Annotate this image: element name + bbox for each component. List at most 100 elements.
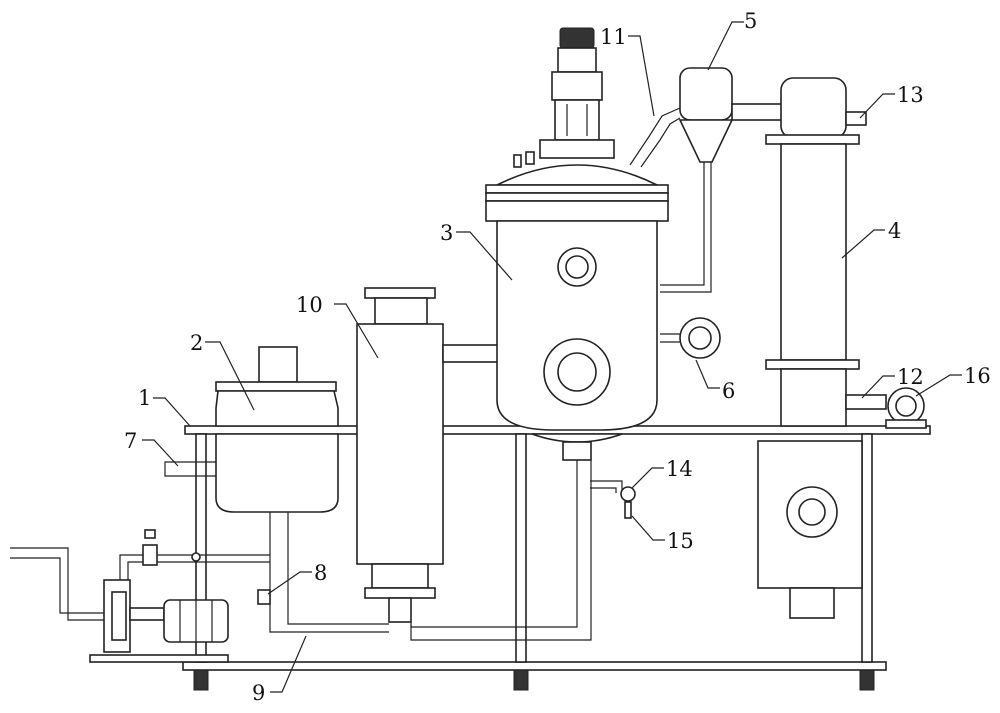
pump-base <box>89 654 229 663</box>
label-9: 9 <box>252 681 265 705</box>
pipe-11 <box>629 107 681 166</box>
frame-leg-right <box>861 433 873 663</box>
label-8: 8 <box>314 561 327 585</box>
leader-11 <box>628 35 655 117</box>
leader-15 <box>631 515 665 541</box>
reactor-sight-port-inner <box>565 255 589 279</box>
pump-assembly <box>89 579 229 663</box>
condenser-body <box>780 143 847 361</box>
label-2: 2 <box>190 331 203 355</box>
label-10: 10 <box>296 293 323 317</box>
condenser-upper-flange <box>765 134 860 145</box>
label-12: 12 <box>897 365 924 389</box>
leader-3 <box>456 231 513 281</box>
label-15: 15 <box>667 529 694 553</box>
pipe-9-wall <box>287 512 389 625</box>
condenser-4 <box>757 77 927 619</box>
leader-16 <box>915 374 962 397</box>
stirrer-mount <box>539 139 615 159</box>
reactor-top-flange <box>485 184 669 194</box>
separator-return-pipe-wall <box>660 162 712 293</box>
foot-left <box>193 669 209 691</box>
leader-8 <box>267 571 312 595</box>
leader-9 <box>270 635 307 693</box>
hand-valve <box>142 544 158 566</box>
piping <box>10 460 592 641</box>
pipe-joint <box>191 552 201 562</box>
valve-8 <box>257 589 271 605</box>
tank-2-body <box>215 433 339 513</box>
pump-16-inner <box>895 395 917 417</box>
pipe-11-wall <box>640 117 681 168</box>
reactor-top-flange-2 <box>485 192 669 202</box>
valve-14-body <box>620 486 636 502</box>
label-4: 4 <box>888 219 901 243</box>
column-10-connector-pipe <box>442 344 500 363</box>
column-10-neck <box>374 297 428 325</box>
pump-16-base <box>885 419 927 429</box>
leader-10 <box>334 303 379 359</box>
condenser-cap <box>780 77 847 139</box>
column-10-outlet <box>388 597 412 623</box>
valve-14-pipe <box>590 480 623 493</box>
tank-2-shoulder <box>215 390 339 427</box>
condenser-lower-flange <box>765 359 860 370</box>
motor-body <box>557 47 597 73</box>
separator-return-pipe <box>660 162 705 286</box>
reactor-body <box>496 220 658 431</box>
base-plate <box>182 661 887 671</box>
label-16: 16 <box>964 364 991 388</box>
reactor-bottom-outlet <box>562 441 592 461</box>
coupling-housing <box>554 99 600 141</box>
tank-2 <box>215 346 339 513</box>
reactor-dome <box>496 164 658 186</box>
labels: 1 2 3 4 5 6 7 8 9 10 11 12 13 14 15 16 <box>124 9 991 705</box>
column-10-body <box>356 323 444 565</box>
label-13: 13 <box>897 83 924 107</box>
gauge-6-inner <box>688 326 712 350</box>
leader-12 <box>861 375 895 399</box>
separator-body <box>679 67 733 121</box>
hand-valve-wheel <box>144 529 156 539</box>
valve-15-spout <box>624 501 632 519</box>
separator-5 <box>629 67 783 359</box>
column-10 <box>356 287 500 623</box>
pump-volute <box>111 591 127 641</box>
separator-cone <box>678 119 734 163</box>
pump-shaft <box>129 607 165 621</box>
boiler-port-inner <box>798 498 826 526</box>
separator-to-condenser-pipe <box>731 103 783 121</box>
motor-top <box>559 27 595 49</box>
label-6: 6 <box>722 379 735 403</box>
return-pipe-wall <box>410 460 578 628</box>
condenser-lower-body <box>780 368 847 427</box>
label-3: 3 <box>440 221 453 245</box>
suction-pipe-wall <box>127 561 270 580</box>
reactor-bottom <box>531 433 623 443</box>
label-5: 5 <box>744 9 757 33</box>
leader-4 <box>841 229 885 259</box>
column-10-bottom-neck <box>371 563 429 589</box>
leader-2 <box>205 341 255 411</box>
foot-right <box>859 669 875 691</box>
inlet-pipe <box>10 547 104 621</box>
valve-14-pipe-wall <box>590 487 617 493</box>
tank-2-lid <box>215 381 337 392</box>
boiler-bottom <box>789 587 835 619</box>
leader-7 <box>142 439 179 467</box>
nozzle-left <box>525 151 535 165</box>
pipe-7 <box>164 461 216 477</box>
leader-5 <box>707 21 744 71</box>
leader-1 <box>153 397 191 427</box>
column-10-bottom-flange <box>364 587 436 599</box>
label-11: 11 <box>600 25 627 49</box>
reactor-manhole-inner <box>557 352 597 392</box>
leader-14 <box>631 467 664 489</box>
outlet-12 <box>845 394 887 410</box>
label-14: 14 <box>666 457 693 481</box>
inlet-pipe-wall <box>10 557 104 614</box>
leader-13 <box>859 93 895 119</box>
pipe-9 <box>269 512 389 633</box>
column-10-top-flange <box>364 287 436 299</box>
